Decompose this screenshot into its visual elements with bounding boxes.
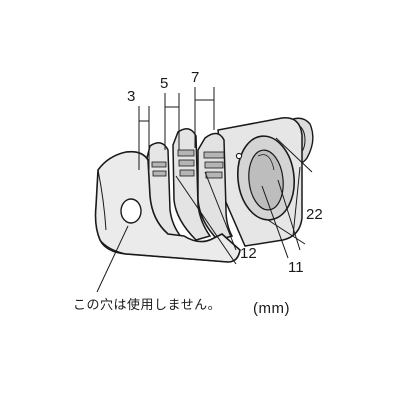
unit-label: (mm) <box>253 300 290 317</box>
dim-label-22: 22 <box>306 206 323 223</box>
base-body <box>94 150 241 263</box>
leader-lines <box>96 171 237 293</box>
unused-hole-note: この穴は使用しません。 <box>73 298 222 313</box>
dim-label-7: 7 <box>191 69 199 86</box>
screw-dot <box>235 152 243 160</box>
dim-label-12: 12 <box>240 245 257 262</box>
dim-label-11: 11 <box>288 259 304 276</box>
unused-hole <box>120 198 142 224</box>
dim-label-5: 5 <box>160 75 168 92</box>
right-block <box>217 117 303 247</box>
comb-fins <box>146 128 234 243</box>
top-dimensions <box>138 87 215 170</box>
oval-inner <box>248 149 284 211</box>
dim-label-3: 3 <box>127 88 135 105</box>
right-dimensions <box>261 137 313 259</box>
